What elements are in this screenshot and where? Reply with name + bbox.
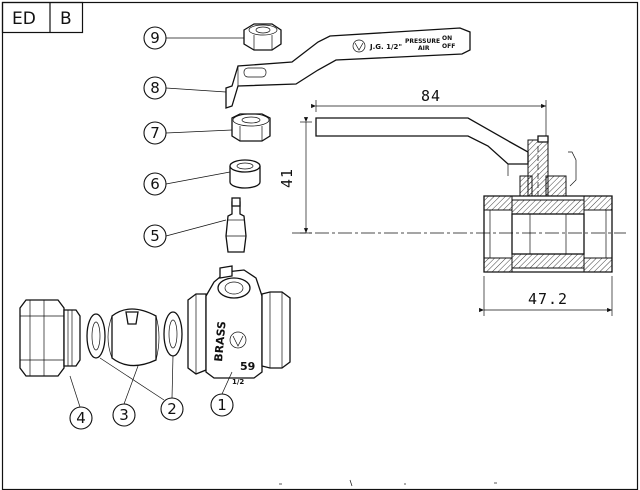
dimension-length: 84 xyxy=(311,87,547,136)
callout-5-label: 5 xyxy=(150,227,160,245)
callout-3: 3 xyxy=(112,365,139,427)
callout-5: 5 xyxy=(143,219,227,248)
assembled-valve xyxy=(315,117,613,273)
callout-6-label: 6 xyxy=(150,175,160,193)
bottom-marks xyxy=(279,479,497,487)
title-cell-1: ED xyxy=(12,9,36,29)
part-7-gland-nut xyxy=(231,113,271,142)
handle-off-text: OFF xyxy=(442,43,455,50)
handle-brand-text: J.G. 1/2" xyxy=(369,43,402,51)
body-brand-text: BRASS xyxy=(212,320,229,362)
callout-4: 4 xyxy=(69,375,93,430)
callout-9: 9 xyxy=(143,26,244,50)
body-mark-text: 1/2 xyxy=(232,378,244,386)
handle-on-text: ON xyxy=(442,35,452,42)
body-logo-icon xyxy=(229,331,247,349)
dimension-length-label: 84 xyxy=(421,87,441,105)
callout-3-label: 3 xyxy=(119,406,129,424)
body-size-text: 59 xyxy=(240,360,255,373)
part-2-seat-right xyxy=(163,311,183,357)
dimension-height-label: 41 xyxy=(278,168,296,188)
callout-7: 7 xyxy=(143,121,233,145)
part-6-washer xyxy=(229,159,261,189)
part-4-end-connector xyxy=(19,299,81,377)
handle-air-text: AIR xyxy=(418,45,430,52)
callout-6: 6 xyxy=(143,171,231,196)
dimension-body-length-label: 47.2 xyxy=(528,290,568,308)
callout-2: 2 xyxy=(99,355,184,421)
dimension-height: 41 xyxy=(278,117,312,234)
callout-8-label: 8 xyxy=(150,79,160,97)
callout-4-label: 4 xyxy=(76,409,86,427)
callout-7-label: 7 xyxy=(150,124,160,142)
part-8-lever-handle: J.G. 1/2" PRESSURE AIR ON OFF xyxy=(225,27,471,109)
title-cell-2: B xyxy=(60,9,72,29)
callout-1-label: 1 xyxy=(217,396,227,414)
handle-logo-icon xyxy=(352,39,366,53)
callout-2-label: 2 xyxy=(167,400,177,418)
part-9-nut xyxy=(243,23,282,51)
callout-9-label: 9 xyxy=(150,29,160,47)
part-5-stem xyxy=(225,197,247,253)
part-2-seat-left xyxy=(86,313,106,359)
title-block: ED B xyxy=(1,1,84,34)
part-3-ball xyxy=(107,308,160,367)
callout-8: 8 xyxy=(143,76,227,100)
part-1-valve-body: BRASS 59 1/2 xyxy=(187,265,291,386)
handle-pressure-text: PRESSURE xyxy=(405,38,440,45)
callout-1: 1 xyxy=(210,371,234,417)
dimension-body-length: 47.2 xyxy=(479,276,613,316)
